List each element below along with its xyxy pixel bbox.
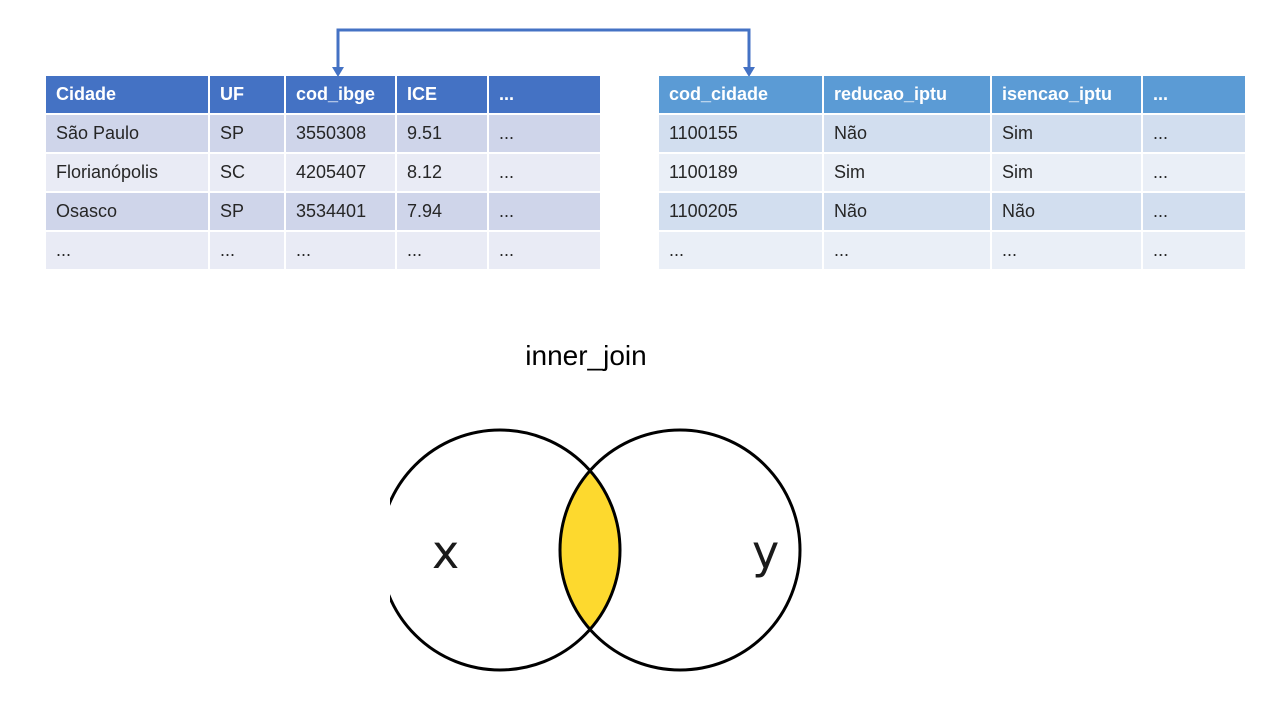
table-cell: Não	[823, 114, 992, 154]
table-cell: ...	[991, 231, 1143, 271]
table-cell: 8.12	[396, 153, 489, 193]
table-cell: ...	[488, 114, 602, 154]
table-cell: SC	[209, 153, 286, 193]
header-cell: reducao_iptu	[823, 76, 992, 115]
table-row: 1100155 Não Sim ...	[659, 114, 1247, 154]
header-cell: ...	[1142, 76, 1247, 115]
table-cell: ...	[1142, 114, 1247, 154]
table-cell: 9.51	[396, 114, 489, 154]
table-cell: 7.94	[396, 192, 489, 232]
venn-circle-y	[558, 428, 802, 672]
table-cell: 1100189	[659, 153, 824, 193]
connector-arrowhead-right	[743, 67, 755, 77]
table-cell: Osasco	[46, 192, 210, 232]
table-cell: ...	[396, 231, 489, 271]
connector-arrowhead-left	[332, 67, 344, 77]
table-cell: ...	[1142, 153, 1247, 193]
table-row: Florianópolis SC 4205407 8.12 ...	[46, 153, 602, 193]
table-cell: Florianópolis	[46, 153, 210, 193]
table-row: ... ... ... ... ...	[46, 231, 602, 271]
table-row: 1100205 Não Não ...	[659, 192, 1247, 232]
connector-line	[336, 28, 751, 70]
table-cell: ...	[823, 231, 992, 271]
table-cell: São Paulo	[46, 114, 210, 154]
table-cell: ...	[488, 231, 602, 271]
header-cell: ICE	[396, 76, 489, 115]
table-row: São Paulo SP 3550308 9.51 ...	[46, 114, 602, 154]
table-cell: ...	[488, 192, 602, 232]
table-cell: 1100155	[659, 114, 824, 154]
header-cell: isencao_iptu	[991, 76, 1143, 115]
table-cell: Sim	[823, 153, 992, 193]
table-cell: 3534401	[285, 192, 397, 232]
venn-label-y: y	[752, 525, 779, 579]
table-cell: ...	[285, 231, 397, 271]
table-cell: 4205407	[285, 153, 397, 193]
iptu-table: cod_cidade reducao_iptu isencao_iptu ...…	[659, 76, 1247, 271]
table-cell: Sim	[991, 114, 1143, 154]
table-row: 1100189 Sim Sim ...	[659, 153, 1247, 193]
table-cell: ...	[209, 231, 286, 271]
join-key-connector	[332, 28, 755, 77]
venn-label-x: x	[432, 525, 459, 579]
cities-table: Cidade UF cod_ibge ICE ... São Paulo SP …	[46, 76, 602, 271]
header-cell: cod_cidade	[659, 76, 824, 115]
venn-diagram: x y	[390, 428, 802, 672]
table-cell: 3550308	[285, 114, 397, 154]
table-cell: ...	[46, 231, 210, 271]
header-cell: cod_ibge	[285, 76, 397, 115]
table-cell: Não	[991, 192, 1143, 232]
header-cell: Cidade	[46, 76, 210, 115]
table-cell: ...	[488, 153, 602, 193]
table-header-row: Cidade UF cod_ibge ICE ...	[46, 76, 602, 115]
table-cell: ...	[1142, 192, 1247, 232]
table-header-row: cod_cidade reducao_iptu isencao_iptu ...	[659, 76, 1247, 115]
venn-circle-x	[390, 428, 622, 672]
join-type-label: inner_join	[525, 340, 647, 371]
table-cell: SP	[209, 192, 286, 232]
table-row: ... ... ... ...	[659, 231, 1247, 271]
table-cell: ...	[1142, 231, 1247, 271]
table-row: Osasco SP 3534401 7.94 ...	[46, 192, 602, 232]
table-cell: Não	[823, 192, 992, 232]
header-cell: UF	[209, 76, 286, 115]
table-cell: SP	[209, 114, 286, 154]
table-cell: ...	[659, 231, 824, 271]
table-cell: Sim	[991, 153, 1143, 193]
header-cell: ...	[488, 76, 602, 115]
table-cell: 1100205	[659, 192, 824, 232]
